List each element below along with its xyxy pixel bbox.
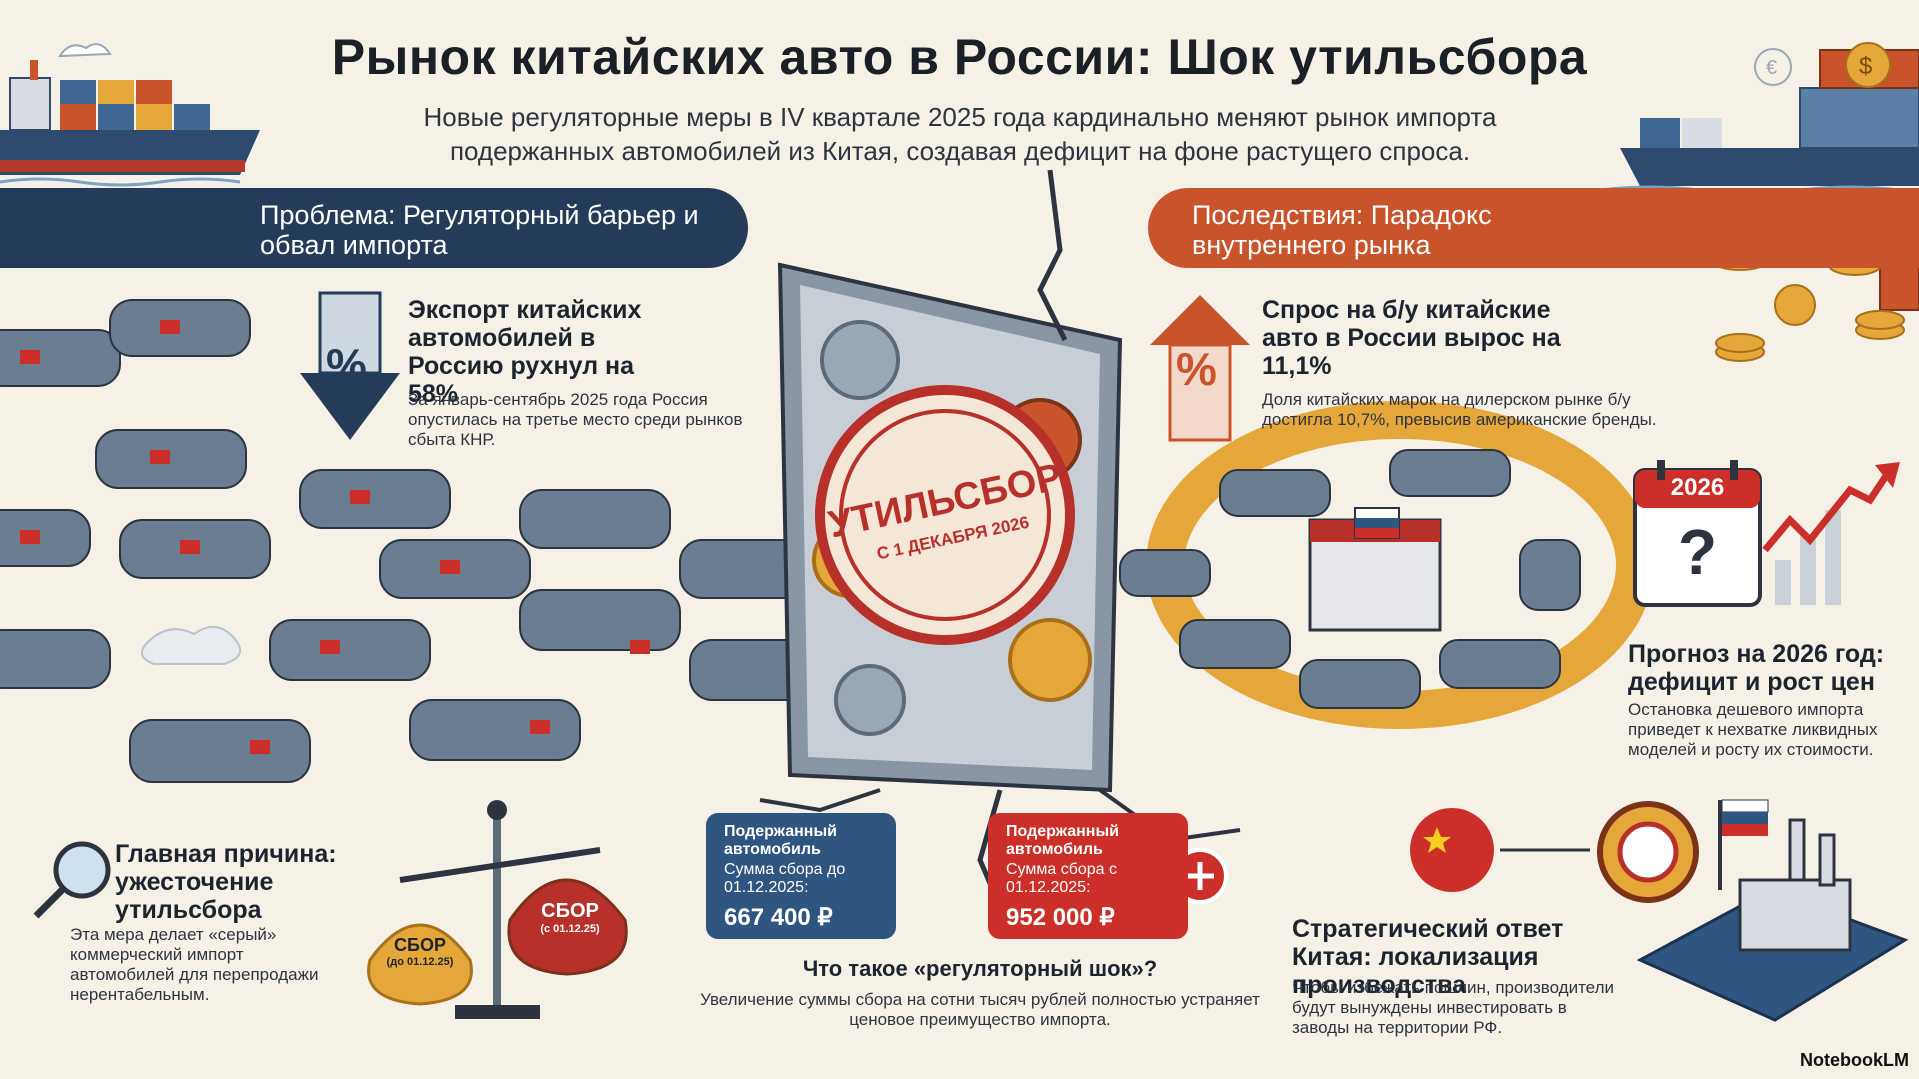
calendar-2026-icon bbox=[1633, 460, 1762, 607]
percent-down-icon: % bbox=[326, 339, 367, 391]
price-tag-before: Подержанный автомобиль Сумма сбора до 01… bbox=[706, 813, 896, 939]
calendar-year: 2026 bbox=[1670, 474, 1725, 501]
export-text: За январь-сентябрь 2025 года Россия опус… bbox=[408, 390, 743, 449]
reason-text: Эта мера делает «серый» коммерческий имп… bbox=[70, 925, 319, 1004]
shock-heading: Что такое «регуляторный шок»? bbox=[802, 956, 1158, 981]
bag-right: СБОР (с 01.12.25) bbox=[522, 900, 618, 935]
svg-text:$: $ bbox=[1859, 53, 1872, 80]
percent-up-icon: % bbox=[1176, 343, 1217, 395]
magnifier-icon bbox=[33, 841, 111, 919]
bag-left-date: (до 01.12.25) bbox=[386, 956, 454, 968]
bag-right-date: (с 01.12.25) bbox=[540, 923, 600, 935]
tag-after-amount: 952 000 ₽ bbox=[1006, 904, 1115, 931]
cargo-ship-left-icon bbox=[0, 60, 260, 187]
rising-chart-icon bbox=[1762, 462, 1900, 605]
page-title: Рынок китайских авто в России: Шок утиль… bbox=[331, 29, 1588, 85]
china-text: Чтобы избежать пошлин, производители буд… bbox=[1292, 978, 1614, 1037]
bag-left-label: СБОР bbox=[394, 935, 446, 955]
china-flag-decals-icon bbox=[20, 320, 650, 754]
smoke-icon bbox=[141, 626, 242, 665]
balance-scale-icon bbox=[367, 800, 628, 1019]
problem-banner: Проблема: Регуляторный барьер и обвал им… bbox=[0, 188, 748, 268]
factory-blueprint-icon bbox=[1636, 818, 1909, 1022]
tag-before-amount: 667 400 ₽ bbox=[724, 904, 833, 931]
euro-coin-icon bbox=[1754, 48, 1792, 86]
demand-heading: Спрос на б/у китайские авто в России выр… bbox=[1262, 296, 1561, 380]
calendar-question: ? bbox=[1677, 516, 1718, 588]
cloud-icon bbox=[58, 43, 112, 58]
problem-banner-title: Проблема: Регуляторный барьер и обвал им… bbox=[260, 200, 699, 260]
dealership-ring-icon bbox=[1119, 401, 1654, 729]
consequences-banner-title: Последствия: Парадокс внутреннего рынка bbox=[1192, 200, 1492, 260]
bag-left: СБОР (до 01.12.25) bbox=[380, 935, 460, 968]
down-arrow-icon bbox=[300, 291, 400, 440]
bag-right-label: СБОР bbox=[541, 900, 599, 922]
china-flag-icon bbox=[1410, 808, 1494, 892]
demand-text: Доля китайских марок на дилерском рынке … bbox=[1262, 390, 1657, 429]
forecast-heading: Прогноз на 2026 год: дефицит и рост цен bbox=[1628, 640, 1885, 696]
gear-logo-icon bbox=[1597, 801, 1699, 903]
russia-flag-icon bbox=[1718, 799, 1769, 890]
price-tag-after: Подержанный автомобиль Сумма сбора с 01.… bbox=[988, 813, 1188, 939]
up-arrow-icon bbox=[1150, 295, 1250, 442]
china-heading: Стратегический ответ Китая: локализация … bbox=[1292, 915, 1564, 999]
car-traffic-left-icon bbox=[0, 299, 841, 783]
tag-before-label: Сумма сбора до 01.12.2025: bbox=[724, 861, 846, 896]
svg-text:€: € bbox=[1766, 57, 1777, 79]
forecast-text: Остановка дешевого импорта приведет к не… bbox=[1628, 700, 1878, 759]
tag-before-title: Подержанный автомобиль bbox=[724, 823, 837, 858]
brand-label: NotebookLM bbox=[1800, 1050, 1909, 1070]
utilsbor-billboard-icon bbox=[759, 169, 1241, 931]
tag-after-title: Подержанный автомобиль bbox=[1006, 823, 1119, 858]
page-subtitle: Новые регуляторные меры в IV квартале 20… bbox=[423, 102, 1497, 166]
export-heading: Экспорт китайских автомобилей в Россию р… bbox=[408, 296, 642, 408]
consequences-banner: Последствия: Парадокс внутреннего рынка bbox=[1148, 188, 1919, 268]
shock-text: Увеличение суммы сбора на сотни тысяч ру… bbox=[700, 990, 1260, 1029]
tag-after-label: Сумма сбора с 01.12.2025: bbox=[1006, 861, 1118, 896]
dollar-coin-icon bbox=[1845, 42, 1891, 88]
reason-heading: Главная причина: ужесточение утильсбора bbox=[115, 840, 337, 924]
